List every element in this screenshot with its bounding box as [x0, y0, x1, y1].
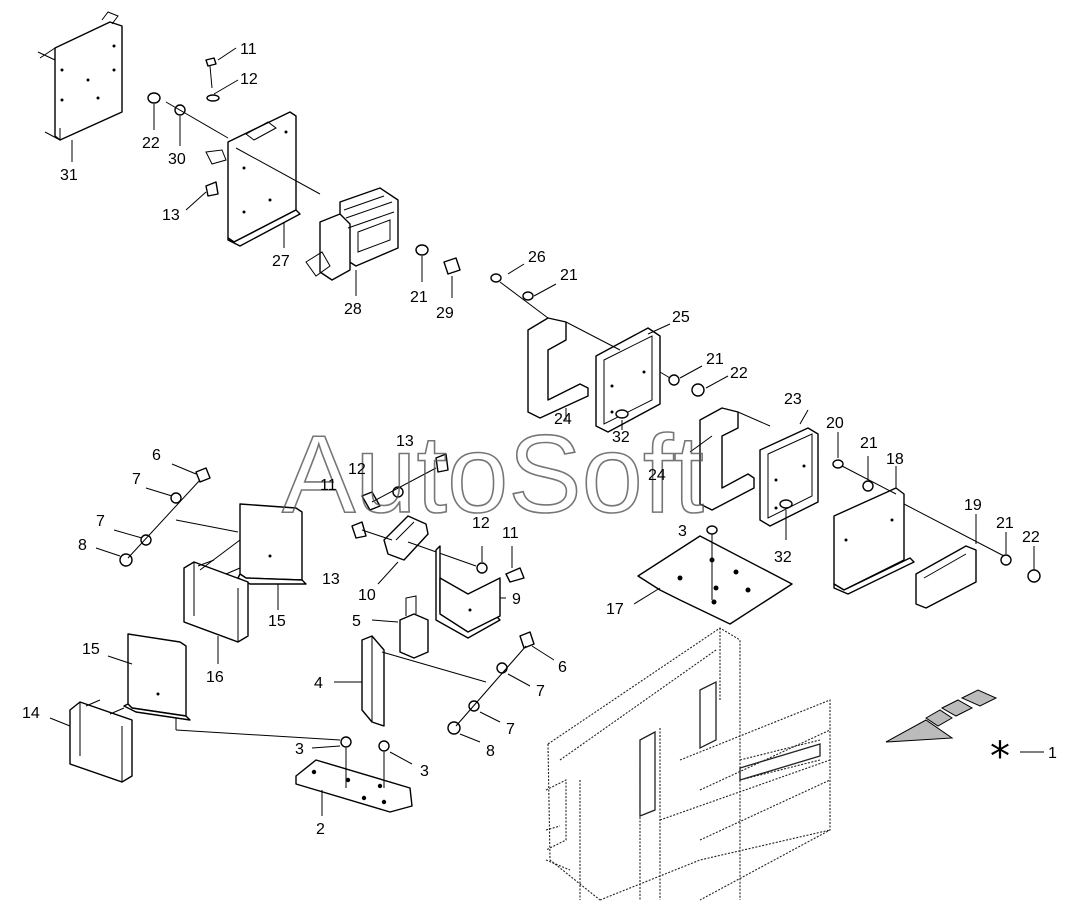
machine-frame [545, 627, 831, 901]
callout-24: 24 [648, 467, 666, 484]
callout-14: 14 [22, 705, 40, 722]
callout-28: 28 [344, 301, 362, 318]
part-15-bracket-lower [107, 633, 341, 741]
fasteners-right-6-7-8 [447, 631, 555, 743]
callout-3: 3 [678, 523, 687, 540]
callout-13: 13 [396, 433, 414, 450]
callout-7: 7 [506, 721, 515, 738]
callout-32: 32 [774, 549, 792, 566]
legend-star: * [990, 734, 1044, 780]
callout-8: 8 [78, 537, 87, 554]
callout-15: 15 [268, 613, 286, 630]
callout-21: 21 [860, 435, 878, 452]
callout-18: 18 [886, 451, 904, 468]
part-14-module [49, 699, 133, 783]
direction-arrow [885, 689, 998, 743]
callout-29: 29 [436, 305, 454, 322]
callout-31: 31 [60, 167, 78, 184]
callout-32: 32 [612, 429, 630, 446]
callout-12: 12 [472, 515, 490, 532]
part-4-bracket [334, 635, 487, 727]
callout-21: 21 [410, 289, 428, 306]
callout-7: 7 [536, 683, 545, 700]
callout-21: 21 [996, 515, 1014, 532]
part-19-module [903, 503, 1041, 609]
callout-23: 23 [784, 391, 802, 408]
callout-16: 16 [206, 669, 224, 686]
part-25-controller [490, 263, 729, 433]
callout-21: 21 [560, 267, 578, 284]
callout-10: 10 [358, 587, 376, 604]
callout-7: 7 [96, 513, 105, 530]
part-5-relay [371, 595, 429, 659]
part-17-base-plate [633, 525, 793, 625]
callout-22: 22 [730, 365, 748, 382]
callout-5: 5 [352, 613, 361, 630]
part-18-bracket [832, 432, 915, 595]
part-28-electronic-module [305, 187, 461, 298]
callout-19: 19 [964, 497, 982, 514]
part-2-plate [295, 736, 413, 816]
callout-6: 6 [152, 447, 161, 464]
callout-20: 20 [826, 415, 844, 432]
callout-15: 15 [82, 641, 100, 658]
callout-4: 4 [314, 675, 323, 692]
part-10-bracket [351, 453, 477, 585]
callout-11: 11 [320, 477, 337, 494]
callout-27: 27 [272, 253, 290, 270]
part-31-mounting-plate [37, 11, 123, 162]
fasteners-top-left [147, 47, 321, 211]
callout-30: 30 [168, 151, 186, 168]
callout-2: 2 [316, 821, 325, 838]
fasteners-left-6-7-8 [95, 463, 241, 571]
callout-12: 12 [240, 71, 258, 88]
callout-26: 26 [528, 249, 546, 266]
callout-17: 17 [606, 601, 624, 618]
callout-24: 24 [554, 411, 572, 428]
callout-1: 1 [1048, 745, 1057, 762]
callout-22: 22 [142, 135, 160, 152]
callout-22: 22 [1022, 529, 1040, 546]
callout-12: 12 [348, 461, 366, 478]
watermark: AutoSoft [282, 413, 704, 536]
callout-3: 3 [420, 763, 429, 780]
star-icon: * [990, 734, 1010, 780]
part-23-controller [689, 407, 819, 540]
callout-13: 13 [322, 571, 340, 588]
callout-labels: 1 2 3 3 3 4 5 6 6 7 7 7 7 8 8 9 10 11 11… [22, 41, 1057, 838]
callout-21: 21 [706, 351, 724, 368]
callout-11: 11 [502, 525, 519, 542]
callout-3: 3 [295, 741, 304, 758]
callout-8: 8 [486, 743, 495, 760]
callout-9: 9 [512, 591, 521, 608]
part-16-module [183, 559, 249, 664]
callout-7: 7 [132, 471, 141, 488]
callout-11: 11 [240, 41, 257, 58]
callout-6: 6 [558, 659, 567, 676]
callout-13: 13 [162, 207, 180, 224]
part-27-bracket [205, 111, 301, 248]
part-9-bracket [435, 545, 525, 639]
callout-25: 25 [672, 309, 690, 326]
